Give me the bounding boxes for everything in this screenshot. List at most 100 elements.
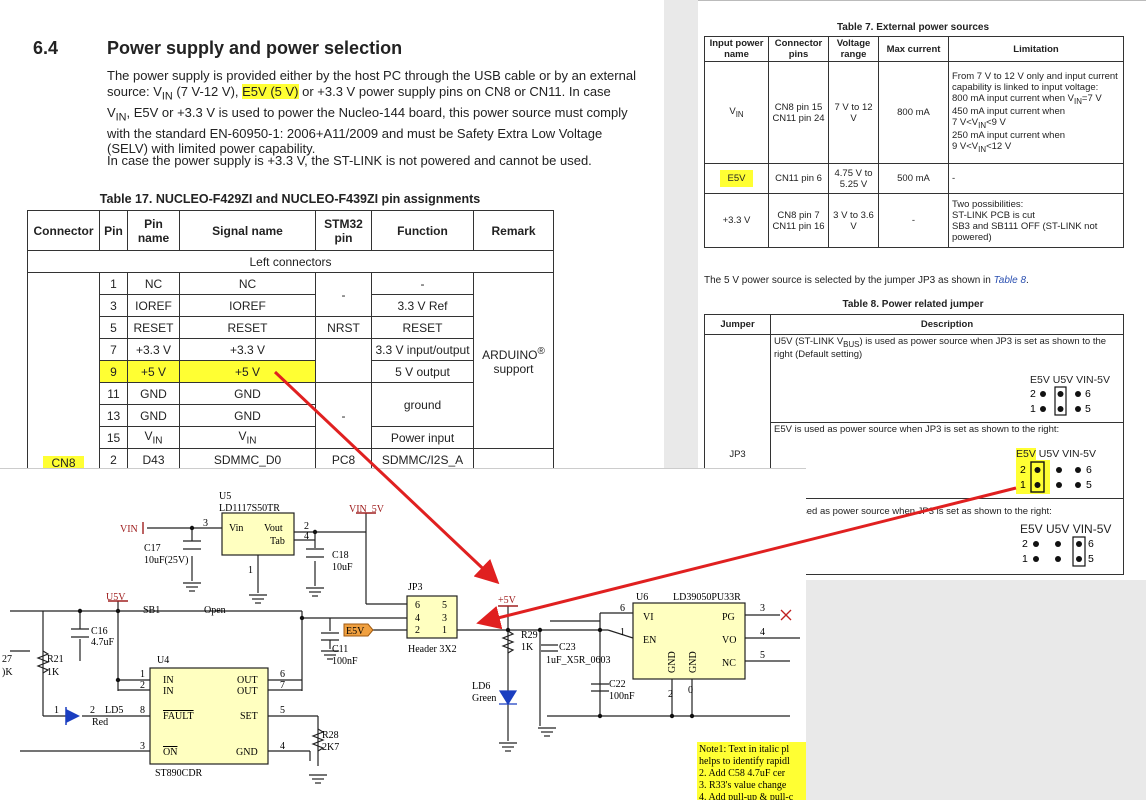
group-row: Left connectors bbox=[27, 250, 554, 273]
svg-text:1: 1 bbox=[140, 669, 145, 680]
jumper-pins-vin: 2 1 6 5 bbox=[1022, 536, 1094, 567]
jumper-diagram-default: E5V U5V VIN-5V 2 1 6 5 bbox=[1030, 374, 1120, 421]
svg-text:1: 1 bbox=[1022, 553, 1028, 565]
svg-text:IN: IN bbox=[163, 675, 174, 686]
svg-text:OUT: OUT bbox=[237, 675, 258, 686]
svg-text:VI: VI bbox=[643, 612, 654, 623]
power-schematic: U5 LD1117S50TR Vin Vout Tab 3 2 4 1 VIN … bbox=[0, 468, 806, 800]
jumper-diagram-vin: E5V U5V VIN-5V 2 1 6 5 bbox=[1020, 522, 1120, 573]
svg-text:8: 8 bbox=[140, 705, 145, 716]
svg-text:R21: R21 bbox=[47, 654, 64, 665]
svg-text:3: 3 bbox=[442, 613, 447, 624]
jumper-diagram-e5v: E5V U5V VIN-5V 2 1 6 5 bbox=[1016, 448, 1126, 501]
u5-part: LD1117S50TR bbox=[219, 503, 280, 514]
col-header: Pin name bbox=[127, 210, 180, 251]
col-header: Remark bbox=[473, 210, 554, 251]
u4-ref: U4 bbox=[157, 655, 169, 666]
svg-text:3: 3 bbox=[203, 518, 208, 529]
svg-text:Vin: Vin bbox=[229, 523, 243, 534]
e5v-net: E5V bbox=[346, 626, 365, 637]
u4-part: ST890CDR bbox=[155, 768, 203, 779]
table-8-link[interactable]: Table 8 bbox=[993, 275, 1027, 286]
jumper-pins-default: 2 1 6 5 bbox=[1030, 386, 1091, 416]
svg-text:0: 0 bbox=[688, 685, 693, 696]
svg-text:C16: C16 bbox=[91, 626, 108, 637]
col-header: Function bbox=[371, 210, 474, 251]
svg-text:4: 4 bbox=[760, 627, 765, 638]
svg-text:10uF: 10uF bbox=[332, 562, 353, 573]
svg-text:6: 6 bbox=[415, 600, 420, 611]
ld6-ref: LD6 bbox=[472, 681, 490, 692]
svg-text:1K: 1K bbox=[521, 642, 534, 653]
section-number: 6.4 bbox=[33, 38, 59, 58]
svg-text:SET: SET bbox=[240, 711, 258, 722]
svg-text:C11: C11 bbox=[332, 644, 348, 655]
svg-text:3: 3 bbox=[760, 603, 765, 614]
svg-text:R28: R28 bbox=[322, 730, 339, 741]
plus5v-net: +5V bbox=[498, 595, 517, 606]
pin-table-caption: Table 17. NUCLEO-F429ZI and NUCLEO-F439Z… bbox=[99, 192, 481, 206]
col-header: Signal name bbox=[179, 210, 316, 251]
svg-text:EN: EN bbox=[643, 635, 656, 646]
svg-text:Open: Open bbox=[204, 605, 226, 616]
svg-text:2: 2 bbox=[90, 705, 95, 716]
svg-text:Tab: Tab bbox=[270, 536, 285, 547]
svg-text:helps to identify rapidl: helps to identify rapidl bbox=[699, 756, 790, 767]
e5v-highlight: E5V (5 V) bbox=[242, 83, 299, 99]
svg-text:1: 1 bbox=[1020, 479, 1026, 491]
svg-text:6: 6 bbox=[1086, 464, 1092, 476]
svg-text:C18: C18 bbox=[332, 550, 349, 561]
svg-text:1: 1 bbox=[248, 565, 253, 576]
svg-text:GND: GND bbox=[236, 747, 258, 758]
section-title: Power supply and power selection bbox=[107, 38, 403, 58]
u6-ref: U6 bbox=[636, 592, 648, 603]
svg-text:5: 5 bbox=[442, 600, 447, 611]
col-header: Pin bbox=[99, 210, 128, 251]
col-header: STM32 pin bbox=[315, 210, 372, 251]
svg-text:1K: 1K bbox=[47, 667, 60, 678]
svg-text:4: 4 bbox=[304, 531, 309, 542]
svg-text:2. Add C58 4.7uF cer: 2. Add C58 4.7uF cer bbox=[699, 768, 786, 779]
ld5-ref: LD5 bbox=[105, 705, 123, 716]
svg-text:C23: C23 bbox=[559, 642, 576, 653]
vin-5v-net: VIN_5V bbox=[349, 504, 385, 515]
jumper-desc-3: sed as power source when JP3 is set as s… bbox=[802, 506, 1052, 517]
svg-text:2: 2 bbox=[140, 680, 145, 691]
svg-text:4.7uF: 4.7uF bbox=[91, 637, 115, 648]
pin-assignment-table: Connector Pin Pin name Signal name STM32… bbox=[27, 210, 554, 471]
ext-table-caption: Table 7. External power sources bbox=[836, 22, 990, 33]
svg-text:IN: IN bbox=[163, 686, 174, 697]
jp3-ref: JP3 bbox=[408, 582, 422, 593]
svg-text:FAULT: FAULT bbox=[163, 711, 194, 722]
jp3-note: The 5 V power source is selected by the … bbox=[704, 275, 1029, 286]
svg-text:)K: )K bbox=[2, 667, 13, 678]
datasheet-page-left: 6.4 Power supply and power selection The… bbox=[0, 0, 664, 471]
svg-text:1: 1 bbox=[54, 705, 59, 716]
u5-ref: U5 bbox=[219, 491, 231, 502]
svg-text:5: 5 bbox=[1088, 553, 1094, 565]
external-power-table: Input power name Connector pins Voltage … bbox=[704, 36, 1124, 248]
jumper-table-caption: Table 8. Power related jumper bbox=[842, 299, 984, 310]
schematic-note: Note1: Text in italic pl bbox=[699, 744, 789, 755]
jp3-part: Header 3X2 bbox=[408, 644, 457, 655]
svg-text:Red: Red bbox=[92, 717, 108, 728]
svg-text:1: 1 bbox=[1030, 403, 1036, 415]
svg-text:1uF_X5R_0603: 1uF_X5R_0603 bbox=[546, 655, 610, 666]
svg-text:6: 6 bbox=[620, 603, 625, 614]
svg-text:PG: PG bbox=[722, 612, 735, 623]
svg-text:4. Add pull-up & pull-c: 4. Add pull-up & pull-c bbox=[699, 792, 794, 800]
svg-text:ON: ON bbox=[163, 747, 177, 758]
svg-text:2: 2 bbox=[415, 625, 420, 636]
jumper-pins-e5v: 2 1 6 5 bbox=[1016, 460, 1092, 494]
svg-text:2: 2 bbox=[1020, 464, 1026, 476]
vin-net: VIN bbox=[120, 524, 138, 535]
svg-text:5: 5 bbox=[280, 705, 285, 716]
u6-part: LD39050PU33R bbox=[673, 592, 741, 603]
connector-cell: CN8 bbox=[27, 272, 100, 471]
svg-text:7: 7 bbox=[280, 680, 285, 691]
svg-text:Green: Green bbox=[472, 693, 496, 704]
svg-text:6: 6 bbox=[280, 669, 285, 680]
